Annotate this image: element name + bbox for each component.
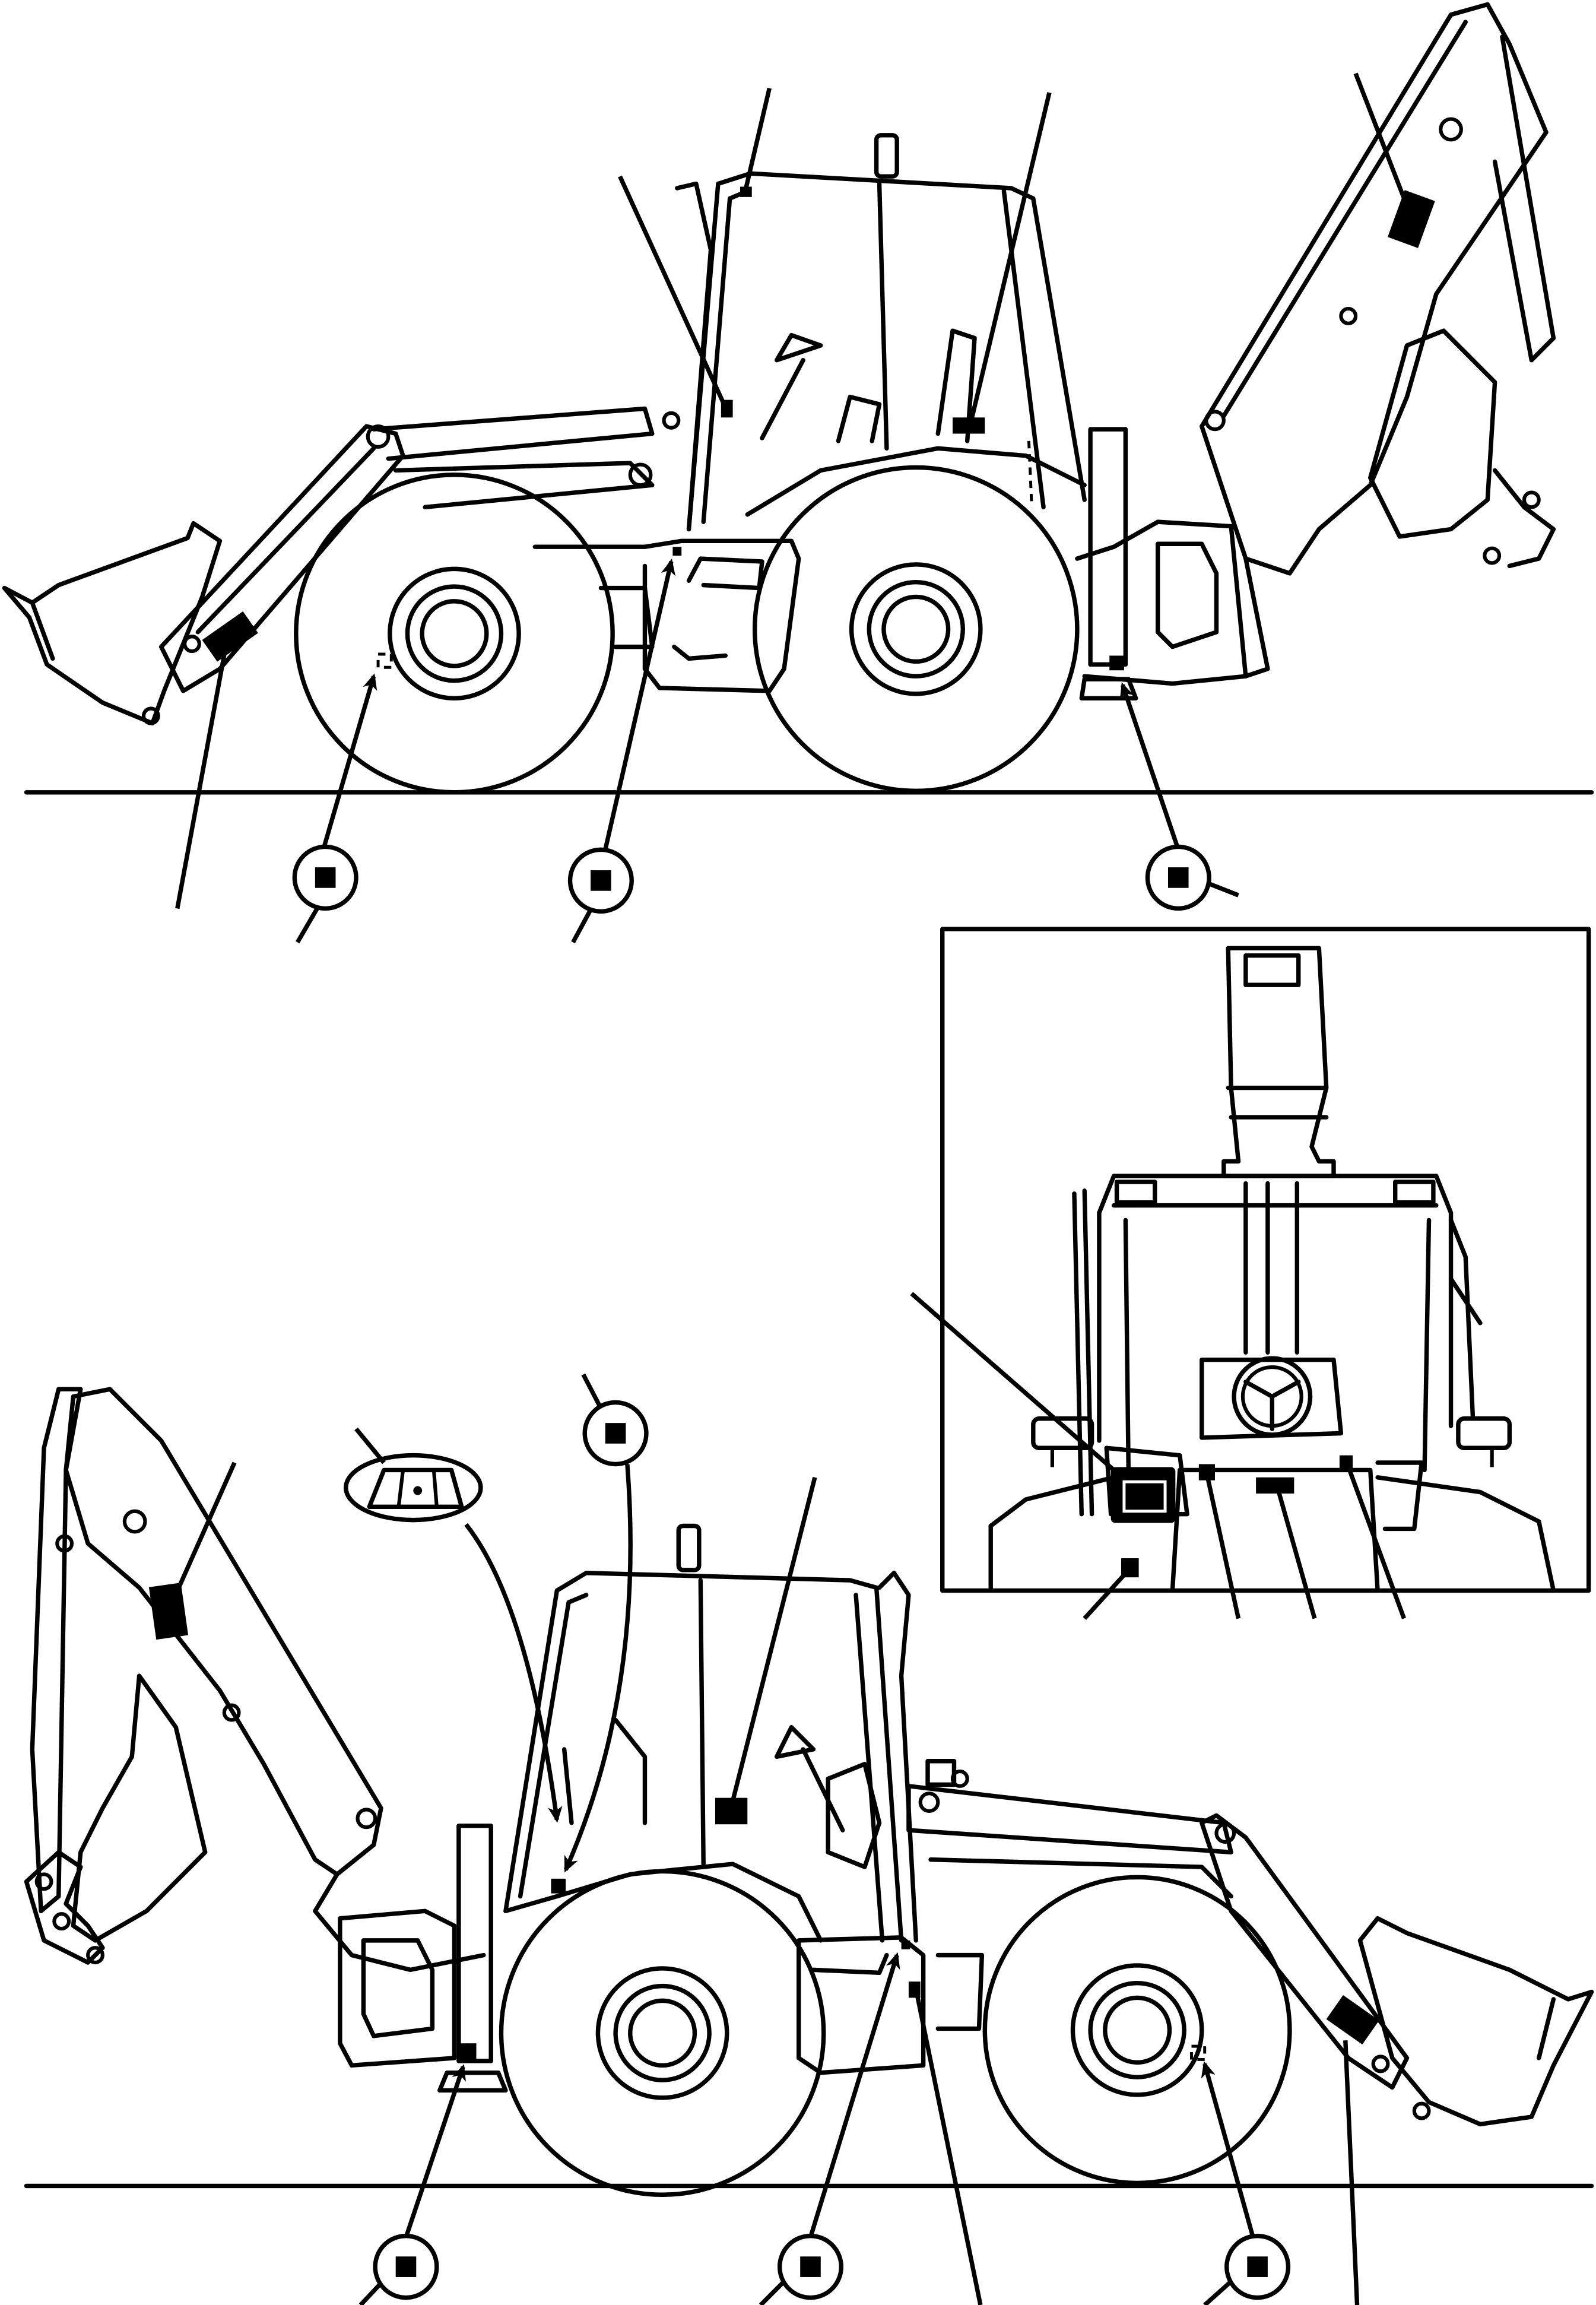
loader-bucket-top bbox=[2, 521, 223, 726]
inspection-window-icon bbox=[344, 1453, 483, 1523]
solid-rectangle-icon bbox=[1167, 867, 1189, 888]
solid-rectangle-icon bbox=[591, 870, 611, 891]
rear-cab-inset bbox=[910, 927, 1591, 1621]
decal-seat bbox=[953, 417, 985, 434]
callout-3-top bbox=[1145, 844, 1211, 911]
callout-3-bottom bbox=[777, 2233, 844, 2300]
rear-wheel-top bbox=[752, 465, 1080, 794]
decal-step bbox=[1109, 655, 1124, 671]
cab-top bbox=[675, 133, 1087, 532]
solid-rectangle-icon bbox=[605, 1423, 626, 1444]
callout-2-top bbox=[567, 847, 634, 914]
side-view-right bbox=[2, 2, 1594, 944]
inset-frame bbox=[940, 927, 1591, 1593]
decal-fender bbox=[551, 1878, 566, 1894]
inset-decal-center bbox=[1256, 1477, 1294, 1494]
front-wheel-bottom bbox=[982, 1875, 1292, 2186]
solid-rectangle-icon bbox=[395, 2256, 417, 2277]
solid-rectangle-icon bbox=[800, 2256, 821, 2277]
solid-rectangle-icon bbox=[1247, 2256, 1268, 2277]
decal-boom bbox=[1387, 190, 1435, 248]
callout-1-top bbox=[292, 844, 358, 911]
decal-entry bbox=[672, 547, 682, 556]
callout-4-bottom bbox=[1224, 2233, 1291, 2300]
decal-entry-bottom bbox=[901, 1940, 910, 1949]
stabilizer-top bbox=[1079, 427, 1138, 701]
decal-loader-bottom bbox=[1326, 1995, 1379, 2045]
chassis-bottom bbox=[338, 1823, 985, 2093]
decal-cab-roof bbox=[740, 186, 752, 197]
rear-wheel-bottom bbox=[499, 1869, 826, 2197]
decal-boom-bottom bbox=[148, 1583, 189, 1640]
callout-2-bottom bbox=[373, 2233, 439, 2300]
backhoe-top bbox=[1200, 2, 1556, 678]
hidden-decal-wheel bbox=[376, 652, 393, 669]
backhoe-bottom bbox=[24, 1387, 486, 1973]
decals-bottom bbox=[148, 1583, 1379, 2061]
cab-bottom bbox=[503, 1523, 918, 1943]
decals-top bbox=[202, 186, 1435, 671]
loader-arm-top bbox=[158, 406, 681, 693]
leaders-top bbox=[175, 72, 1409, 944]
decal-cab-window bbox=[715, 1797, 748, 1825]
hidden-decal-wheel-bottom bbox=[1190, 2044, 1207, 2061]
loader-bottom bbox=[906, 1759, 1594, 2127]
chassis-top bbox=[532, 519, 1248, 693]
decal-side-panel bbox=[908, 1981, 921, 1998]
side-view-left bbox=[24, 1373, 1594, 2305]
callout-1-bottom bbox=[582, 1400, 649, 1467]
decal-step-bottom bbox=[460, 2043, 477, 2061]
solid-rectangle-icon bbox=[315, 867, 336, 888]
decal-loader-arm bbox=[202, 611, 258, 662]
front-wheel-top bbox=[294, 473, 615, 795]
leaders-bottom bbox=[176, 1373, 1360, 2305]
